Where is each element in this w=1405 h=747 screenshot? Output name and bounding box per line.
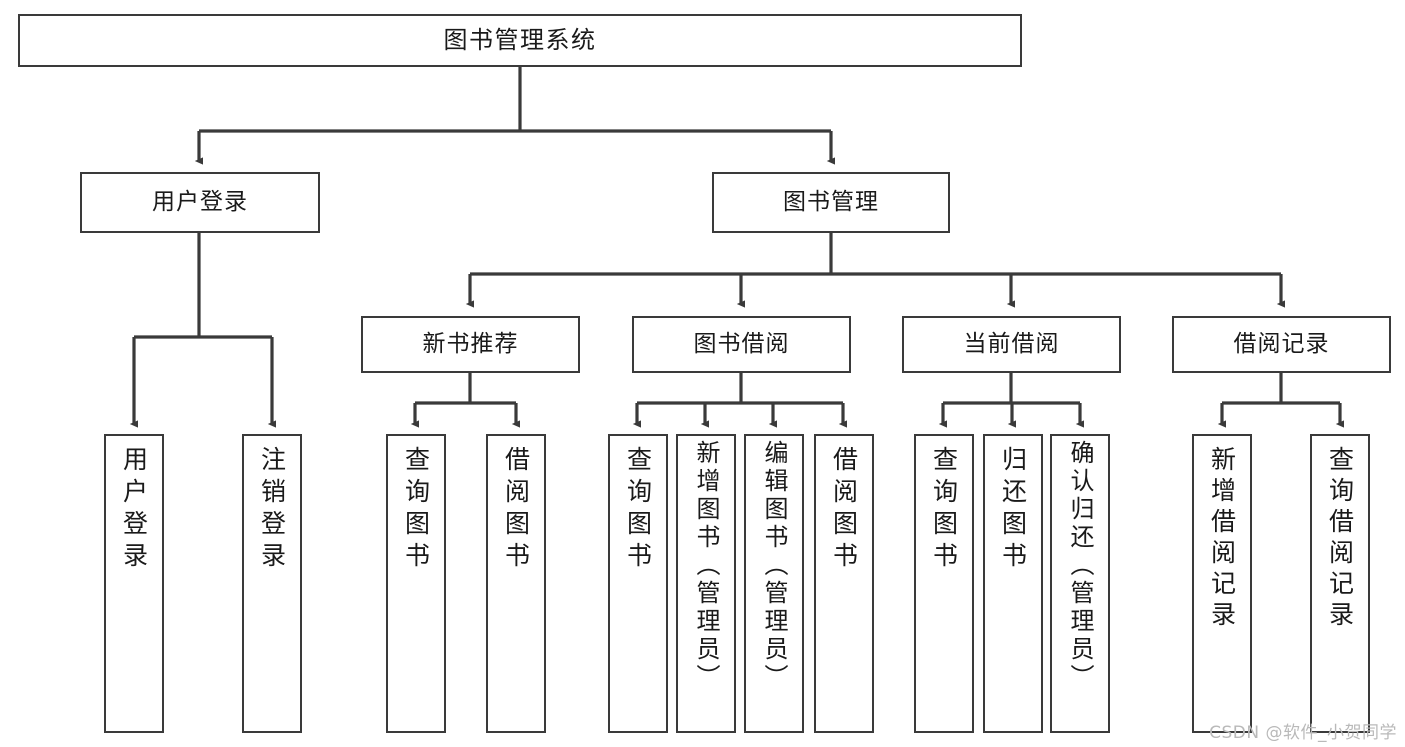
- node-root-system[interactable]: 图书管理系统: [18, 14, 1022, 67]
- node-label: 查询图书: [623, 446, 653, 574]
- node-label: 新增图书（管理员）: [692, 440, 720, 692]
- node-borrow-record[interactable]: 借阅记录: [1172, 316, 1391, 373]
- node-book-manage[interactable]: 图书管理: [712, 172, 950, 233]
- node-label: 注销登录: [257, 446, 287, 574]
- leaf-edit-book-admin[interactable]: 编辑图书（管理员）: [744, 434, 804, 733]
- node-new-book-recommend[interactable]: 新书推荐: [361, 316, 580, 373]
- node-label: 查询图书: [929, 446, 959, 574]
- leaf-return-book[interactable]: 归还图书: [983, 434, 1043, 733]
- node-label: 借阅图书: [829, 446, 859, 574]
- leaf-query-borrow-record[interactable]: 查询借阅记录: [1310, 434, 1370, 733]
- leaf-add-borrow-record[interactable]: 新增借阅记录: [1192, 434, 1252, 733]
- node-label: 新书推荐: [422, 330, 519, 357]
- node-label: 新增借阅记录: [1207, 446, 1237, 632]
- node-book-borrow[interactable]: 图书借阅: [632, 316, 851, 373]
- node-label: 用户登录: [119, 446, 149, 574]
- leaf-add-book-admin[interactable]: 新增图书（管理员）: [676, 434, 736, 733]
- node-label: 查询借阅记录: [1325, 446, 1355, 632]
- node-label: 当前借阅: [963, 330, 1060, 357]
- leaf-borrow-book-recommend[interactable]: 借阅图书: [486, 434, 546, 733]
- node-label: 编辑图书（管理员）: [760, 440, 788, 692]
- node-current-borrow[interactable]: 当前借阅: [902, 316, 1121, 373]
- leaf-confirm-return-admin[interactable]: 确认归还（管理员）: [1050, 434, 1110, 733]
- leaf-query-book-borrow[interactable]: 查询图书: [608, 434, 668, 733]
- node-label: 确认归还（管理员）: [1066, 440, 1094, 692]
- watermark: CSDN @软件_小贺同学: [1209, 723, 1397, 743]
- node-label: 借阅图书: [501, 446, 531, 574]
- node-label: 查询图书: [401, 446, 431, 574]
- leaf-user-logout[interactable]: 注销登录: [242, 434, 302, 733]
- node-label: 图书管理: [783, 188, 879, 215]
- leaf-query-book-recommend[interactable]: 查询图书: [386, 434, 446, 733]
- node-label: 图书借阅: [693, 330, 790, 357]
- node-label: 图书管理系统: [443, 26, 597, 55]
- node-label: 用户登录: [152, 188, 248, 215]
- leaf-borrow-book[interactable]: 借阅图书: [814, 434, 874, 733]
- node-label: 归还图书: [998, 446, 1028, 574]
- leaf-user-login[interactable]: 用户登录: [104, 434, 164, 733]
- leaf-query-book-current[interactable]: 查询图书: [914, 434, 974, 733]
- node-label: 借阅记录: [1233, 330, 1330, 357]
- node-user-login[interactable]: 用户登录: [80, 172, 320, 233]
